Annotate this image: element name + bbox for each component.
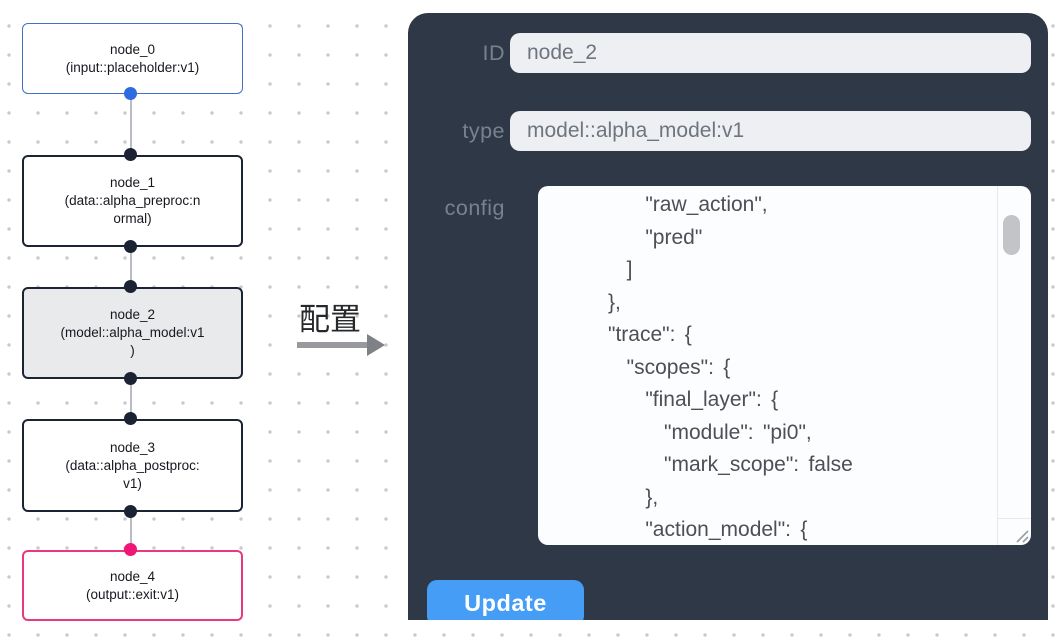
- edge-node3-node4: [130, 512, 132, 550]
- node-node_0[interactable]: node_0 (input::placeholder:v1): [22, 23, 243, 94]
- port-node_1-input[interactable]: [124, 148, 137, 161]
- update-button[interactable]: Update: [427, 580, 584, 620]
- right-arrow-head-icon: [367, 334, 385, 356]
- config-field-label: config: [444, 196, 505, 220]
- node-node_4[interactable]: node_4 (output::exit:v1): [22, 550, 243, 621]
- type-field-label: type: [462, 119, 505, 143]
- node-config-panel: ID type config "raw_action", "pred" ] },…: [408, 13, 1048, 620]
- port-node_0-output[interactable]: [124, 87, 137, 100]
- port-node_2-output[interactable]: [124, 372, 137, 385]
- textarea-resize-handle-icon[interactable]: [1013, 527, 1029, 543]
- port-node_4-input[interactable]: [124, 543, 137, 556]
- port-node_3-output[interactable]: [124, 505, 137, 518]
- type-input[interactable]: [510, 111, 1031, 151]
- node-node_2-selected[interactable]: node_2 (model::alpha_model:v1 ): [22, 287, 243, 379]
- config-json-text: "raw_action", "pred" ] }, "trace": { "sc…: [608, 193, 853, 541]
- node-node_1[interactable]: node_1 (data::alpha_preproc:n ormal): [22, 155, 243, 247]
- scrollbar-track: [997, 186, 998, 545]
- right-arrow-icon: [297, 342, 369, 348]
- port-node_1-output[interactable]: [124, 240, 137, 253]
- vertical-scrollbar-thumb[interactable]: [1003, 215, 1020, 255]
- scrollbar-corner-divider: [998, 518, 1031, 519]
- edge-node2-node3: [130, 379, 132, 419]
- config-textarea[interactable]: "raw_action", "pred" ] }, "trace": { "sc…: [538, 186, 1031, 545]
- edge-node1-node2: [130, 247, 132, 287]
- edge-node0-node1: [130, 94, 132, 155]
- port-node_2-input[interactable]: [124, 280, 137, 293]
- id-field-label: ID: [482, 41, 505, 65]
- port-node_3-input[interactable]: [124, 412, 137, 425]
- node-node_3[interactable]: node_3 (data::alpha_postproc: v1): [22, 419, 243, 512]
- configure-annotation-label: 配置: [299, 302, 361, 337]
- id-input[interactable]: [510, 33, 1031, 73]
